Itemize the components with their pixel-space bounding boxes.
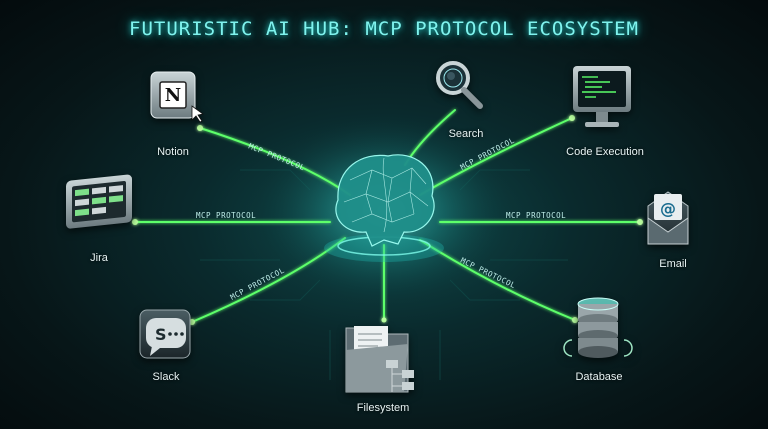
protocol-label-jira: MCP PROTOCOL	[196, 211, 256, 220]
link-notion	[199, 127, 351, 196]
link-dot	[572, 317, 578, 323]
node-label-email: Email	[659, 258, 687, 270]
magnifier-icon	[436, 61, 483, 109]
notion-icon: N	[150, 71, 204, 123]
kanban-board-icon	[66, 174, 132, 229]
node-label-code: Code Execution	[566, 146, 644, 158]
node-label-filesystem: Filesystem	[356, 402, 410, 414]
chat-bubble-icon: S	[139, 309, 191, 359]
link-database	[419, 239, 576, 321]
link-dot	[381, 317, 387, 323]
svg-text:S: S	[155, 325, 167, 344]
link-code	[419, 117, 573, 196]
svg-text:N: N	[165, 85, 181, 106]
envelope-icon: @	[647, 191, 689, 245]
diagram-title: FUTURISTIC AI HUB: MCP PROTOCOL ECOSYSTE…	[129, 18, 639, 40]
folder-tree-icon	[345, 326, 414, 393]
link-dot	[637, 219, 643, 225]
link-dot	[132, 219, 138, 225]
link-dot	[569, 115, 575, 121]
link-slack	[191, 237, 346, 323]
svg-text:@: @	[660, 199, 676, 218]
link-dot	[197, 125, 203, 131]
protocol-label-slack: MCP PROTOCOL	[229, 266, 286, 302]
ai-brain-icon	[324, 154, 444, 262]
node-label-database: Database	[575, 371, 623, 383]
node-label-search: Search	[448, 128, 484, 140]
node-label-notion: Notion	[157, 146, 189, 158]
monitor-code-icon	[573, 66, 631, 127]
database-icon	[563, 297, 633, 358]
protocol-label-email: MCP PROTOCOL	[506, 211, 566, 220]
node-label-jira: Jira	[90, 252, 108, 264]
node-label-slack: Slack	[152, 371, 180, 383]
